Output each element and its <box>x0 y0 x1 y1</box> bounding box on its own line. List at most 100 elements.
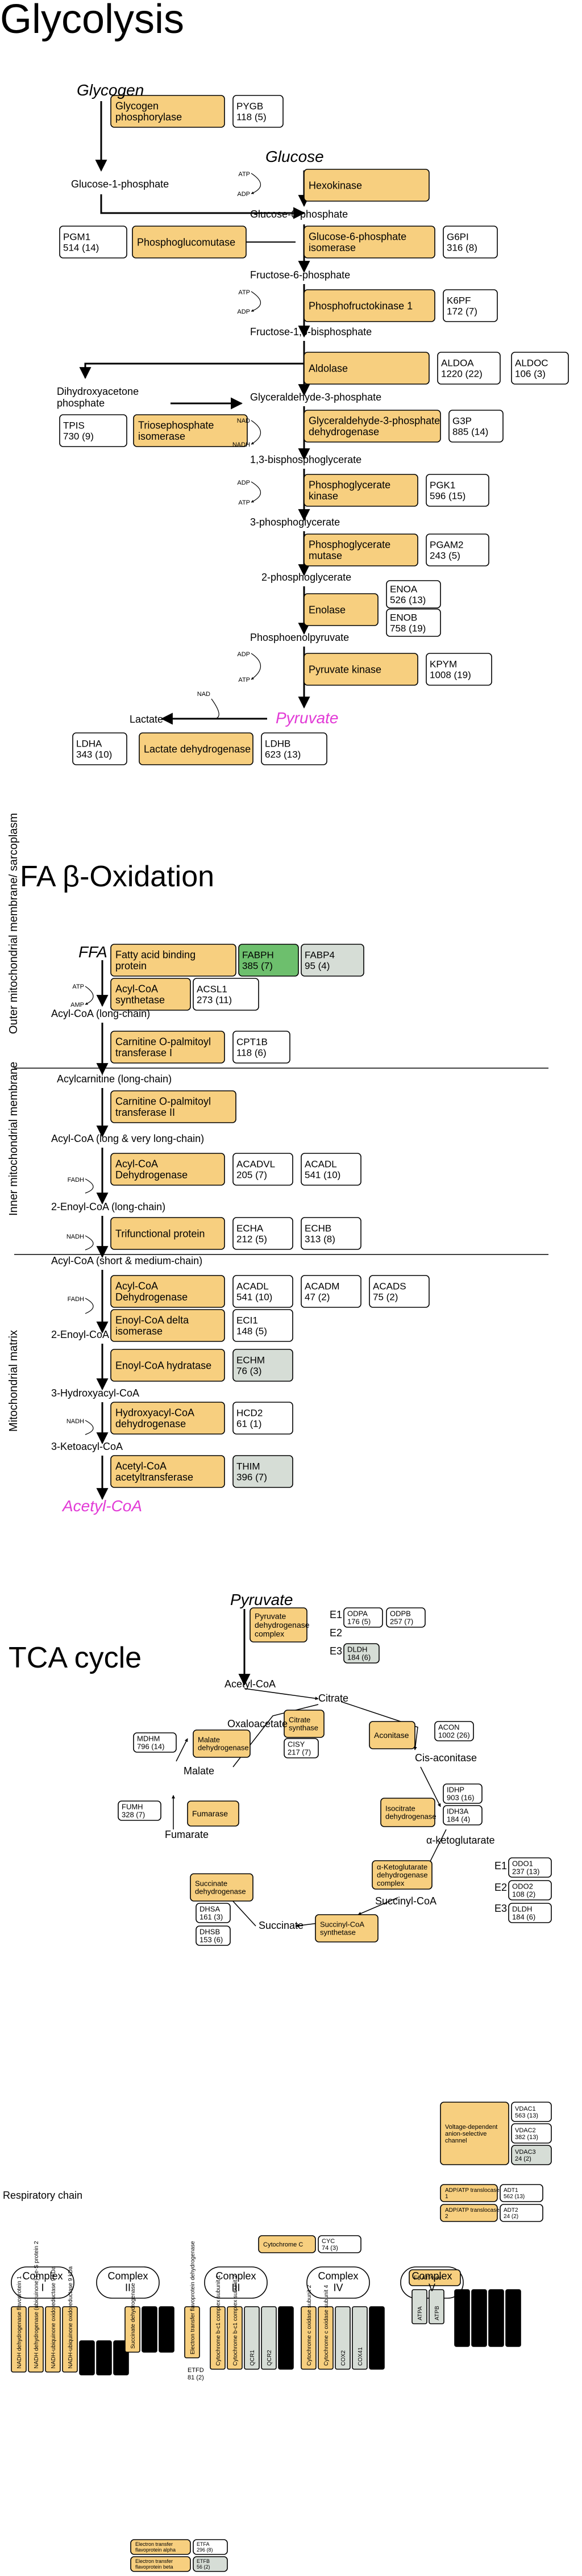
gene-box <box>443 226 498 259</box>
gene-box <box>386 608 441 637</box>
subunit-label-line: Electron transfer flavoprotein dehydroge… <box>190 2241 196 2354</box>
metabolite-label: Oxaloacetate <box>227 1718 288 1729</box>
metabolite-label-line: Glucose-6-phosphate <box>250 209 348 220</box>
enzyme-label-line: isomerase <box>138 431 185 442</box>
complex-label-line: V <box>429 2282 435 2294</box>
metabolite-label: Acyl-CoA (long & very long-chain) <box>51 1133 204 1144</box>
gene-box <box>343 1643 380 1664</box>
enzyme-label-line: Acetyl-CoA <box>115 1460 167 1472</box>
enzyme-label-line: synthetase <box>115 994 165 1006</box>
enzyme-label-line: α-Ketoglutarate <box>377 1862 427 1871</box>
enzyme-label-line: phosphorylase <box>115 111 182 123</box>
subunit-box <box>28 2306 44 2373</box>
metabolite-label: Glucose-6-phosphate <box>250 209 348 220</box>
enzyme-label-line: Phosphofructokinase 1 <box>309 300 413 311</box>
enzyme-label-line: Electron transfer <box>135 2541 173 2547</box>
subunit-box <box>488 2289 504 2347</box>
cofactor-arc-pk <box>251 653 261 680</box>
gene-box <box>500 2184 543 2202</box>
metabolite-label-line: Fructose-1,6-bisphosphate <box>250 326 372 337</box>
gene-label-line: ACON <box>438 1723 460 1731</box>
complex-label-line: II <box>125 2282 131 2294</box>
enzyme-label-line: dehydrogenase <box>385 1812 436 1821</box>
enzyme-box <box>130 2556 191 2572</box>
enzyme-label-line: F1 ATPase <box>414 2275 442 2282</box>
subunit-label: NDUV1 <box>85 2352 91 2371</box>
subunit-box <box>411 2289 427 2324</box>
enzyme-box <box>380 1798 435 1827</box>
cofactor-label: ADP <box>237 480 250 486</box>
section-title-resp-line: Respiratory chain <box>3 2190 82 2201</box>
enzyme-label: Hexokinase <box>309 180 362 191</box>
gene-label-line: 118 (5) <box>236 111 267 122</box>
enzyme-box <box>110 1031 225 1064</box>
subunit-label: ATPO <box>460 2328 466 2343</box>
metabolite-label-line: Glyceraldehyde-3-phosphate <box>250 391 381 403</box>
enzyme-label-line: Trifunctional protein <box>115 1228 205 1239</box>
metabolite-label-line: Acyl-CoA (long & very long-chain) <box>51 1133 204 1144</box>
cofactor-arc-pgk <box>251 481 261 503</box>
subunit-label: COX41 <box>357 2347 364 2366</box>
metabolite-label-pyruvate-line: Pyruvate <box>276 709 339 727</box>
cofactor-arc-ldh <box>211 698 219 719</box>
gene-box <box>232 1349 293 1382</box>
cofactor-arc-acs <box>85 986 94 1005</box>
gene-label-line: 313 (8) <box>305 1233 335 1244</box>
metabolite-label: Fructose-6-phosphate <box>250 269 350 281</box>
enzyme-box <box>304 289 435 322</box>
subunit-label-line: Succinate dehydrogenase <box>130 2283 136 2349</box>
gene-box <box>301 944 364 977</box>
cofactor-label: NAD <box>197 691 210 698</box>
subunit-box <box>505 2289 521 2347</box>
arrow-aconitase-idh <box>420 1766 441 1807</box>
gene-box <box>261 732 327 765</box>
cofactor-label-line: NADH <box>66 1418 84 1425</box>
gene-label-line: IDHP <box>447 1785 464 1794</box>
enzyme-label-line: 2 <box>445 2214 448 2220</box>
gene-label-line: 730 (9) <box>63 431 94 441</box>
gene-box <box>343 1607 383 1628</box>
enzyme-label-line: Cytochrome C <box>263 2241 303 2248</box>
complex-label-e2b-line: E2 <box>494 1882 507 1893</box>
complex-box <box>96 2266 160 2299</box>
complex-box <box>204 2266 268 2299</box>
gene-box <box>232 95 284 128</box>
gene-box <box>434 1721 474 1741</box>
enzyme-label: Enolase <box>309 604 346 615</box>
enzyme-label-line: Lactate dehydrogenase <box>144 743 251 755</box>
gene-box <box>232 1031 290 1064</box>
enzyme-label-line: ADP/ATP translocase <box>445 2187 500 2194</box>
gene-box <box>301 1153 361 1186</box>
gene-label-line: 118 (6) <box>236 1047 267 1058</box>
gene-label-line: 328 (7) <box>122 1811 145 1819</box>
gene-label-line: FUMH <box>122 1802 143 1811</box>
enzyme-label: Aconitase <box>374 1731 409 1740</box>
enzyme-label-line: Phosphoglucomutase <box>137 236 235 248</box>
gene-box <box>193 2556 228 2572</box>
metabolite-label-line: 3-Ketoacyl-CoA <box>51 1441 123 1452</box>
cofactor-arc-pfk <box>251 291 261 312</box>
gene-label-line: ENOB <box>390 612 417 623</box>
gene-label-line: ODPB <box>390 1609 411 1618</box>
subunit-label: Cytochrome b-c1 complex subunit 1 <box>215 2275 222 2366</box>
metabolite-label: Phosphoenolpyruvate <box>250 632 349 643</box>
gene-label-line: ADT1 <box>504 2187 518 2194</box>
membrane-label-matrix-line: Mitochondrial matrix <box>7 1330 20 1432</box>
gene-label-line: 541 (10) <box>236 1291 272 1302</box>
gene-label-line: 316 (8) <box>447 242 477 253</box>
metabolite-label: Acyl-CoA (short & medium-chain) <box>51 1255 202 1266</box>
